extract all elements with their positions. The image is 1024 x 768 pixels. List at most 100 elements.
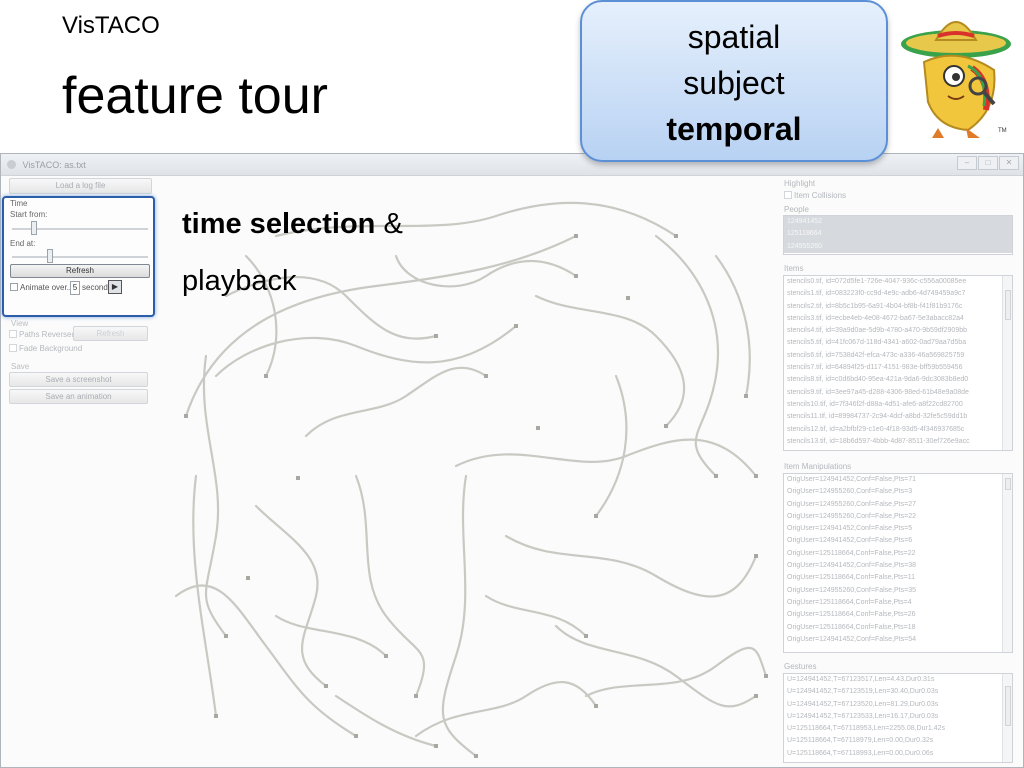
manipulations-scrollbar[interactable] <box>1002 474 1012 652</box>
view-section-label: View <box>11 319 29 328</box>
paths-reversed-label: Paths Reversed <box>19 330 76 339</box>
list-item[interactable]: OrigUser=124941452,Conf=False,Pts=38 <box>787 562 916 570</box>
path-canvas[interactable] <box>156 176 779 768</box>
list-item[interactable]: stencils6.tif, id=7538d42f-efca-473c-a33… <box>787 351 965 359</box>
path-line <box>304 366 488 438</box>
path-line <box>274 614 388 658</box>
path-line <box>554 624 758 708</box>
list-item[interactable]: stencils10.tif, id=7f346f2f-d88a-4d51-af… <box>787 400 963 408</box>
list-item[interactable]: OrigUser=124955260,Conf=False,Pts=27 <box>787 500 916 508</box>
gestures-scroll-thumb[interactable] <box>1005 686 1011 726</box>
view-refresh-button[interactable]: Refresh <box>73 326 148 341</box>
callout-box: spatial subject temporal <box>580 0 888 162</box>
path-line <box>184 234 578 418</box>
window-controls: – □ ✕ <box>957 156 1019 170</box>
items-scroll-thumb[interactable] <box>1005 290 1011 320</box>
end-slider-track[interactable] <box>12 256 148 258</box>
items-scrollbar[interactable] <box>1002 276 1012 450</box>
paths-reversed-row[interactable]: Paths Reversed <box>9 330 76 339</box>
end-slider-thumb[interactable] <box>47 249 53 263</box>
app-icon <box>7 160 16 169</box>
save-section-label: Save <box>11 362 30 371</box>
list-item[interactable]: stencils12.tif, id=a2bfbf29-c1e0-4f18-93… <box>787 425 965 433</box>
list-item[interactable]: OrigUser=125118664,Conf=False,Pts=22 <box>787 549 916 557</box>
start-slider-track[interactable] <box>12 228 148 230</box>
list-item[interactable]: stencils2.tif, id=8b5c1b95-6a91-4b04-bf8… <box>787 302 963 310</box>
items-list[interactable]: stencils0.tif, id=072d5fe1-726e-4047-936… <box>783 275 1013 451</box>
list-item[interactable]: stencils5.tif, id=41fc067d-118d-4341-a60… <box>787 339 967 347</box>
path-line <box>254 504 328 688</box>
list-item[interactable]: stencils9.tif, id=3ee97a45-d288-4306-98e… <box>787 388 969 396</box>
animate-checkbox-row[interactable]: Animate over... <box>10 283 73 292</box>
gestures-list[interactable]: U=124941452,T=67123517,Len=4.43,Dur0.31s… <box>783 673 1013 763</box>
list-item[interactable]: stencils4.tif, id=39a9d0ae-5d9b-4780-a47… <box>787 327 968 335</box>
list-item[interactable]: 124955260 <box>784 240 1012 253</box>
end-at-label: End at: <box>10 239 36 248</box>
list-item[interactable]: OrigUser=124941452,Conf=False,Pts=6 <box>787 537 913 545</box>
list-item[interactable]: stencils13.tif, id=18b6d597-4bbb-4d87-85… <box>787 437 970 445</box>
path-line <box>174 584 358 738</box>
list-item[interactable]: U=125118664,T=67118993,Len=0.00,Dur0.06s <box>787 749 934 757</box>
list-item[interactable]: stencils1.tif, id=083223f0-cc9d-4e9c-adb… <box>787 290 966 298</box>
list-item[interactable]: U=125118664,T=67118953,Len=2255.08,Dur1.… <box>787 725 945 733</box>
list-item[interactable]: stencils3.tif, id=ecbe4eb-4e08-4672-ba67… <box>787 314 964 322</box>
list-item[interactable]: 124941452 <box>784 216 1012 229</box>
list-item[interactable]: U=124941452,T=67123520,Len=81.29,Dur0.03… <box>787 700 939 708</box>
time-group-label: Time <box>10 199 28 208</box>
manipulations-scroll-thumb[interactable] <box>1005 478 1011 490</box>
path-line <box>584 646 768 698</box>
people-list[interactable]: 124941452 125118664 124955260 <box>783 215 1013 255</box>
path-line <box>454 438 758 478</box>
path-line <box>214 324 518 378</box>
animate-checkbox[interactable] <box>10 283 18 291</box>
list-item[interactable]: stencils7.tif, id=64894f25-d117-4151-983… <box>787 364 963 372</box>
maximize-icon[interactable]: □ <box>978 156 998 170</box>
save-animation-button[interactable]: Save an animation <box>9 389 148 404</box>
window-title: VisTACO: as.txt <box>22 160 86 170</box>
list-item[interactable]: OrigUser=124955260,Conf=False,Pts=3 <box>787 488 913 496</box>
time-group: Time Start from: End at: Refresh Animate… <box>2 196 155 317</box>
close-icon[interactable]: ✕ <box>999 156 1019 170</box>
list-item[interactable]: U=124941452,T=67123519,Len=30.40,Dur0.03… <box>787 688 939 696</box>
list-item[interactable]: OrigUser=124941452,Conf=False,Pts=54 <box>787 635 916 643</box>
list-item[interactable]: stencils11.tif, id=89984737-2c94-4dcf-a8… <box>787 413 968 421</box>
fade-background-checkbox[interactable] <box>9 344 17 352</box>
start-from-label: Start from: <box>10 210 48 219</box>
list-item[interactable]: OrigUser=124941452,Conf=False,Pts=71 <box>787 476 916 483</box>
list-item[interactable]: OrigUser=125118664,Conf=False,Pts=11 <box>787 574 915 582</box>
list-item[interactable]: OrigUser=125118664,Conf=False,Pts=18 <box>787 623 916 631</box>
list-item[interactable]: 125118664 <box>784 228 1012 241</box>
paths-reversed-checkbox[interactable] <box>9 330 17 338</box>
seconds-label: seconds <box>82 283 112 292</box>
list-item[interactable]: OrigUser=125118664,Conf=False,Pts=26 <box>787 611 916 619</box>
seconds-input[interactable]: 5 <box>70 281 80 295</box>
load-log-button[interactable]: Load a log file <box>9 178 152 194</box>
path-line <box>654 234 720 478</box>
path-line <box>354 474 426 698</box>
overlay-bold-text: time selection <box>182 208 376 240</box>
list-item[interactable]: OrigUser=124955260,Conf=False,Pts=22 <box>787 512 916 520</box>
minimize-icon[interactable]: – <box>957 156 977 170</box>
item-collisions-label: Item Collisions <box>794 191 847 200</box>
path-line <box>594 374 628 518</box>
path-line <box>534 294 686 428</box>
taco-mascot-logo: TM <box>901 21 1011 138</box>
gestures-scrollbar[interactable] <box>1002 674 1012 762</box>
list-item[interactable]: stencils0.tif, id=072d5fe1-726e-4047-936… <box>787 278 967 285</box>
list-item[interactable]: stencils8.tif, id=c0d6bd40-95ea-421a-9da… <box>787 376 969 384</box>
list-item[interactable]: U=124941452,T=67123517,Len=4.43,Dur0.31s <box>787 676 935 683</box>
item-collisions-checkbox[interactable] <box>784 191 792 199</box>
refresh-button[interactable]: Refresh <box>10 264 150 278</box>
list-item[interactable]: U=125118664,T=67118979,Len=0.00,Dur0.32s <box>787 737 934 745</box>
fade-background-row[interactable]: Fade Background <box>9 344 82 353</box>
start-slider-thumb[interactable] <box>31 221 37 235</box>
list-item[interactable]: OrigUser=124955260,Conf=False,Pts=35 <box>787 586 916 594</box>
item-manipulations-list[interactable]: OrigUser=124941452,Conf=False,Pts=71 Ori… <box>783 473 1013 653</box>
play-icon[interactable]: ▶ <box>108 280 122 294</box>
overlay-amp: & <box>375 208 403 240</box>
list-item[interactable]: OrigUser=124941452,Conf=False,Pts=5 <box>787 525 913 533</box>
item-collisions-row[interactable]: Item Collisions <box>784 191 846 200</box>
list-item[interactable]: OrigUser=125118664,Conf=False,Pts=4 <box>787 598 912 606</box>
save-screenshot-button[interactable]: Save a screenshot <box>9 372 148 387</box>
list-item[interactable]: U=124941452,T=67123533,Len=16.17,Dur0.03… <box>787 712 939 720</box>
